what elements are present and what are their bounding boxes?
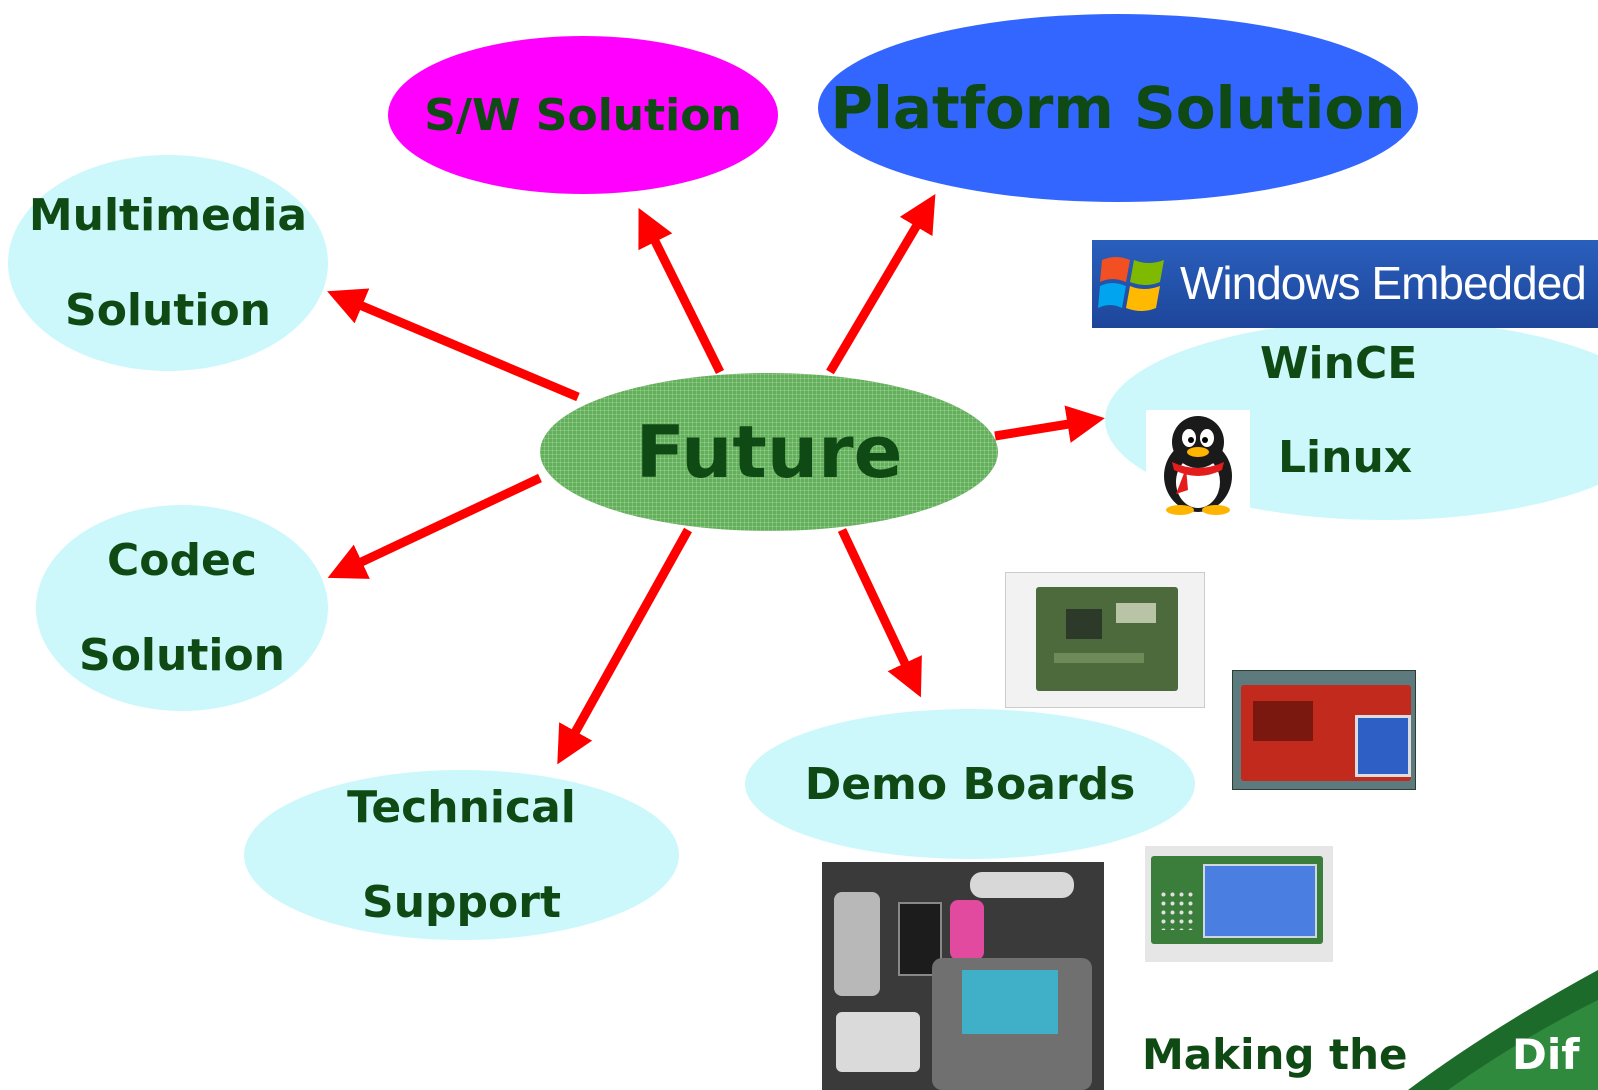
multimedia-line1: Multimedia — [28, 190, 308, 241]
center-label: Future — [635, 410, 903, 494]
footer-making-the: Making the — [1142, 1030, 1408, 1079]
arrow-to-technical-support — [557, 527, 692, 765]
arrow-to-codec — [327, 473, 542, 579]
windows-embedded-badge: Windows Embedded — [1092, 240, 1598, 328]
technical-line2: Support — [362, 877, 561, 928]
arrow-to-platform-solution — [826, 193, 936, 375]
lcd-board-image — [1145, 846, 1333, 962]
node-multimedia-solution: Multimedia Solution — [8, 155, 328, 371]
node-sw-solution: S/W Solution — [388, 36, 778, 194]
technical-line1: Technical — [347, 782, 576, 833]
linux-label: Linux — [1278, 432, 1413, 483]
arrow-to-multimedia — [327, 288, 580, 402]
node-os: WinCE Linux — [1105, 320, 1598, 520]
node-technical-support: Technical Support — [244, 770, 679, 940]
codec-line1: Codec — [107, 535, 257, 586]
footer-difference-partial: Dif — [1512, 1030, 1580, 1079]
board-diagram-image — [1005, 572, 1205, 708]
arrow-to-demo-boards — [837, 528, 922, 698]
node-codec-solution: Codec Solution — [36, 505, 328, 711]
node-demo-boards: Demo Boards — [745, 709, 1195, 859]
node-platform-solution: Platform Solution — [818, 14, 1418, 202]
sw-solution-label: S/W Solution — [424, 89, 742, 141]
linux-penguin-image — [1146, 410, 1250, 516]
demo-boards-label: Demo Boards — [804, 758, 1136, 810]
red-board-image — [1232, 670, 1416, 790]
wince-label: WinCE — [1260, 338, 1418, 389]
arrow-to-os — [994, 405, 1105, 443]
penguin-icon — [1164, 416, 1232, 515]
windows-embedded-text: Windows Embedded — [1180, 257, 1587, 309]
multimedia-line2: Solution — [65, 285, 271, 336]
codec-line2: Solution — [79, 630, 285, 681]
devices-collage-image — [822, 862, 1104, 1090]
arrow-to-sw-solution — [638, 207, 725, 375]
platform-solution-label: Platform Solution — [830, 74, 1406, 142]
center-node-future: Future — [540, 373, 998, 531]
green-swoosh-icon — [1408, 970, 1598, 1090]
windows-flag-icon — [1098, 257, 1164, 311]
